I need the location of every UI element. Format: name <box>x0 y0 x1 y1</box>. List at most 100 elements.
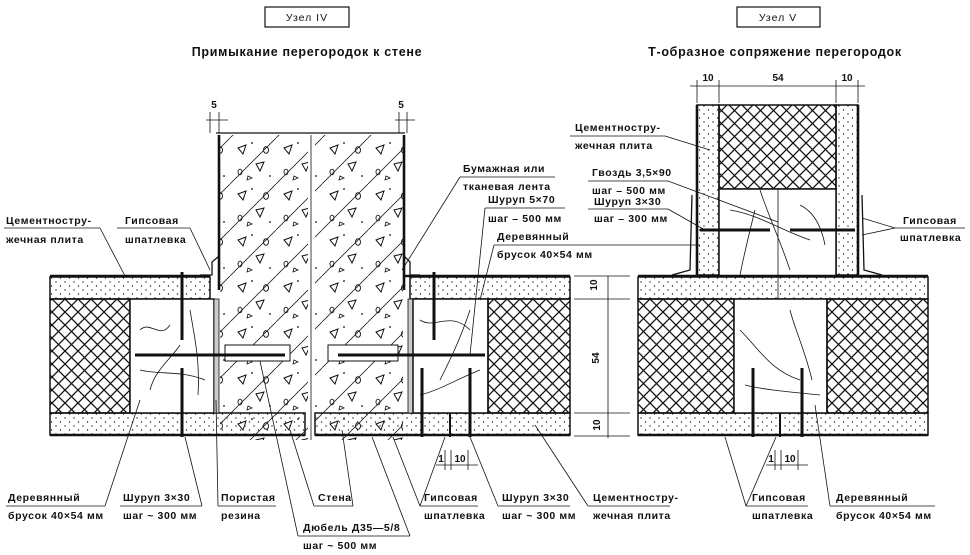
dim-side-top: 10 <box>589 279 600 291</box>
label-screw-3x30-right: Шуруп 3×30 шаг ~ 300 мм <box>469 436 576 522</box>
dim-top-left: 10 <box>702 73 714 84</box>
node-v-labels: Цементностру- жечная плита Гвоздь 3,5×90… <box>570 122 965 522</box>
label-v-nail: Гвоздь 3,5×90 шаг – 500 мм <box>588 167 779 223</box>
dim-side-mid: 54 <box>591 352 602 364</box>
dim-v-bottom-gap-b: 10 <box>784 454 796 465</box>
label-porous-rubber: Пористая резина <box>215 399 276 522</box>
label-cement-board-bottom: Цементностру- жечная плита <box>534 424 679 522</box>
label-v-gypsum-bottom: Гипсовая шпатлевка <box>724 436 813 522</box>
svg-text:шаг – 500 мм: шаг – 500 мм <box>592 185 666 197</box>
node-iv-badge-text: Узел IV <box>286 12 328 24</box>
cement-board-vertical-left <box>696 104 720 276</box>
wall-concrete-right <box>315 135 403 440</box>
dim-right-gap: 5 <box>398 100 404 111</box>
node-iv-right-partition <box>314 255 571 437</box>
node-iv-wall <box>216 132 406 440</box>
label-wall: Стена <box>289 429 354 507</box>
dowel-left <box>224 344 291 362</box>
node-iv-dimensions: 5 5 1 10 <box>206 100 478 470</box>
svg-text:Шуруп 3×30: Шуруп 3×30 <box>502 492 569 504</box>
label-wood-bar-right: Деревянный брусок 40×54 мм <box>479 231 700 301</box>
dim-bottom-gap-a: 1 <box>438 454 444 465</box>
svg-text:жечная плита: жечная плита <box>5 234 84 246</box>
node-iv-header: Узел IV Примыкание перегородок к стене <box>192 6 423 59</box>
label-screw-5x70: Шуруп 5×70 шаг – 500 мм <box>469 194 565 356</box>
insulation-left <box>49 298 131 414</box>
svg-text:брусок 40×54 мм: брусок 40×54 мм <box>836 510 932 522</box>
node-iv-badge <box>264 6 350 28</box>
dim-top-mid: 54 <box>772 73 784 84</box>
label-gypsum-putty-bottom: Гипсовая шпатлевка <box>392 436 485 522</box>
svg-text:жечная плита: жечная плита <box>592 510 671 522</box>
svg-text:Пористая: Пористая <box>221 492 276 504</box>
label-v-wood-bar: Деревянный брусок 40×54 мм <box>814 404 935 522</box>
svg-text:резина: резина <box>221 510 261 522</box>
svg-text:Шуруп 3×30: Шуруп 3×30 <box>123 492 190 504</box>
svg-text:Дюбель Д35—5/8: Дюбель Д35—5/8 <box>303 522 400 534</box>
node-iv-left-partition <box>49 255 306 437</box>
svg-text:Гипсовая: Гипсовая <box>125 215 179 227</box>
dim-side-bottom: 10 <box>592 419 603 431</box>
cement-board-vertical-right <box>835 104 859 276</box>
label-dowel: Дюбель Д35—5/8 шаг ~ 500 мм <box>259 360 411 552</box>
svg-text:жечная плита: жечная плита <box>574 140 653 152</box>
svg-text:брусок 40×54 мм: брусок 40×54 мм <box>8 510 104 522</box>
dowel-right <box>327 344 399 362</box>
svg-text:Цементностру-: Цементностру- <box>575 122 661 134</box>
svg-text:Деревянный: Деревянный <box>836 492 908 504</box>
svg-text:Шуруп 5×70: Шуруп 5×70 <box>488 194 555 206</box>
label-cement-board-left: Цементностру- жечная плита <box>4 215 126 277</box>
node-v-horizontal-partition <box>637 274 929 437</box>
label-v-screw: Шуруп 3×30 шаг – 300 мм <box>588 196 706 231</box>
svg-text:Гипсовая: Гипсовая <box>424 492 478 504</box>
insulation-vertical <box>718 104 837 190</box>
svg-text:Бумажная или: Бумажная или <box>463 163 545 175</box>
dim-left-gap: 5 <box>211 100 217 111</box>
insulation-h-left <box>637 298 735 414</box>
svg-text:шпатлевка: шпатлевка <box>900 232 961 244</box>
node-v-header: Узел V Т-образное сопряжение перегородок <box>648 6 901 59</box>
wood-bar-h <box>733 298 828 414</box>
svg-text:шаг ~ 500 мм: шаг ~ 500 мм <box>303 540 377 552</box>
svg-text:Деревянный: Деревянный <box>8 492 80 504</box>
node-v-dimensions: 10 54 10 1 10 <box>690 73 865 470</box>
svg-text:шаг ~ 300 мм: шаг ~ 300 мм <box>123 510 197 522</box>
cement-board-top-left <box>49 276 211 300</box>
svg-text:Гипсовая: Гипсовая <box>903 215 957 227</box>
svg-text:тканевая лента: тканевая лента <box>463 181 551 193</box>
label-v-gypsum-right: Гипсовая шпатлевка <box>861 215 965 244</box>
svg-text:шпатлевка: шпатлевка <box>424 510 485 522</box>
side-dimensions: 10 54 10 <box>574 275 630 438</box>
node-v-badge <box>736 6 821 28</box>
label-v-cement-board: Цементностру- жечная плита <box>570 122 711 152</box>
svg-text:шпатлевка: шпатлевка <box>125 234 186 246</box>
svg-text:Стена: Стена <box>318 492 352 504</box>
svg-text:Гвоздь 3,5×90: Гвоздь 3,5×90 <box>592 167 672 179</box>
svg-text:брусок 40×54 мм: брусок 40×54 мм <box>497 249 593 261</box>
svg-text:шпатлевка: шпатлевка <box>752 510 813 522</box>
wood-bar-vertical <box>718 188 837 277</box>
svg-text:Гипсовая: Гипсовая <box>752 492 806 504</box>
svg-text:шаг ~ 300 мм: шаг ~ 300 мм <box>502 510 576 522</box>
node-iv-title: Примыкание перегородок к стене <box>192 45 423 59</box>
label-wood-bar-left: Деревянный брусок 40×54 мм <box>6 399 141 522</box>
svg-text:шаг – 500 мм: шаг – 500 мм <box>488 213 562 225</box>
insulation-h-right <box>826 298 929 414</box>
svg-text:Цементностру-: Цементностру- <box>593 492 679 504</box>
insulation-right <box>487 298 571 414</box>
cement-board-bottom-right <box>314 412 571 436</box>
dim-bottom-gap-b: 10 <box>454 454 466 465</box>
svg-text:Деревянный: Деревянный <box>497 231 569 243</box>
cement-board-bottom-left <box>49 412 306 436</box>
label-paper-tape: Бумажная или тканевая лента <box>401 163 555 271</box>
node-v-badge-text: Узел V <box>759 12 797 24</box>
node-iv-labels: Цементностру- жечная плита Гипсовая шпат… <box>4 163 700 552</box>
svg-text:Цементностру-: Цементностру- <box>6 215 92 227</box>
cement-board-horizontal-bottom <box>637 412 929 436</box>
cement-board-horizontal-top <box>637 276 929 300</box>
label-screw-3x30-left: Шуруп 3×30 шаг ~ 300 мм <box>120 436 203 522</box>
dim-v-bottom-gap-a: 1 <box>768 454 774 465</box>
dim-top-right: 10 <box>841 73 853 84</box>
wall-concrete-left <box>220 135 308 440</box>
